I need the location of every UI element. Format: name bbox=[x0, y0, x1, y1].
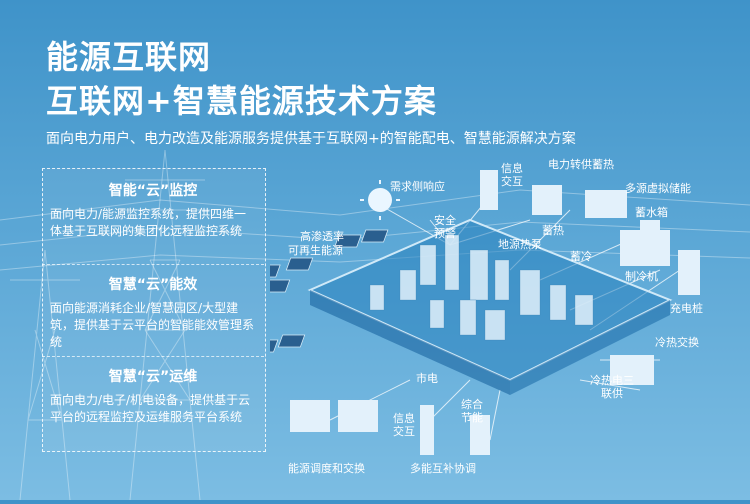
label-cchp: 冷热电三联供 bbox=[590, 374, 634, 400]
monitor-screen-icon bbox=[338, 400, 378, 432]
label-heat-storage: 蓄热 bbox=[542, 224, 564, 237]
card-title: 智慧“云”运维 bbox=[108, 369, 198, 385]
label-power-to-heat: 电力转供蓄热 bbox=[548, 158, 614, 171]
divider bbox=[42, 264, 264, 265]
label-charging-pile: 充电桩 bbox=[670, 302, 703, 315]
label-water-tank: 蓄水箱 bbox=[635, 206, 668, 219]
label-safety-warning: 安全预警 bbox=[434, 214, 456, 240]
label-multi-energy: 多能互补协调 bbox=[410, 462, 476, 475]
isometric-city-illustration bbox=[250, 170, 700, 455]
label-demand-response: 需求侧响应 bbox=[390, 180, 445, 193]
card-text: 面向电力/电子/机电设备，提供基于云平台的远程监控及运维服务平台系统 bbox=[50, 393, 251, 424]
label-dispatch-exchange: 能源调度和交换 bbox=[288, 462, 365, 475]
label-comprehensive-saving: 综合节能 bbox=[461, 398, 483, 424]
power-to-heat-unit-icon bbox=[585, 190, 627, 218]
chiller-icon bbox=[620, 230, 670, 266]
divider bbox=[42, 356, 264, 357]
label-info-exchange-bottom: 信息交互 bbox=[393, 412, 415, 438]
monitor-screen-icon bbox=[290, 400, 330, 432]
grid-tower-icon bbox=[420, 405, 434, 455]
server-cabinet-icon bbox=[470, 415, 490, 455]
card-title: 智能“云”监控 bbox=[108, 183, 198, 199]
card-cloud-operations: 智慧“云”运维 面向电力/电子/机电设备，提供基于云平台的远程监控及运维服务平台… bbox=[42, 358, 264, 426]
label-info-exchange-top: 信息交互 bbox=[501, 162, 523, 188]
card-cloud-efficiency: 智慧“云”能效 面向能源消耗企业/智慧园区/大型建筑，提供基于云平台的智能能效管… bbox=[42, 266, 264, 351]
card-title: 智慧“云”能效 bbox=[108, 277, 198, 293]
cchp-unit-icon bbox=[610, 355, 654, 385]
label-ground-heat-pump: 地源热泵 bbox=[498, 238, 542, 251]
label-cold-storage: 蓄冷 bbox=[570, 250, 592, 263]
label-chiller: 制冷机 bbox=[625, 270, 658, 283]
page-title-line1: 能源互联网 bbox=[46, 38, 212, 76]
card-text: 面向电力/能源监控系统，提供四维一体基于互联网的集团化远程监控系统 bbox=[50, 207, 247, 238]
card-text: 面向能源消耗企业/智慧园区/大型建筑，提供基于云平台的智能能效管理系统 bbox=[50, 301, 255, 349]
sun-icon bbox=[360, 180, 400, 220]
charging-pile-icon bbox=[678, 250, 700, 295]
label-cold-heat-exchange: 冷热交换 bbox=[655, 336, 699, 349]
label-grid: 市电 bbox=[416, 372, 438, 385]
energy-internet-diagram: 需求侧响应 信息交互 蓄热 电力转供蓄热 多源虚拟储能 蓄水箱 高渗透率 可再生… bbox=[250, 150, 750, 500]
page-subtitle: 面向电力用户、电力改造及能源服务提供基于互联网+的智能配电、智慧能源解决方案 bbox=[46, 131, 576, 147]
card-cloud-monitoring: 智能“云”监控 面向电力/能源监控系统，提供四维一体基于互联网的集团化远程监控系… bbox=[42, 172, 264, 240]
label-renewable: 可再生能源 bbox=[288, 244, 343, 257]
server-cabinet-icon bbox=[480, 170, 498, 210]
label-multi-storage: 多源虚拟储能 bbox=[625, 182, 691, 195]
heat-storage-unit-icon bbox=[532, 185, 562, 215]
page-title-line2: 互联网+智慧能源技术方案 bbox=[46, 82, 437, 120]
solutions-panel bbox=[42, 168, 266, 452]
label-high-permeability: 高渗透率 bbox=[300, 230, 344, 243]
